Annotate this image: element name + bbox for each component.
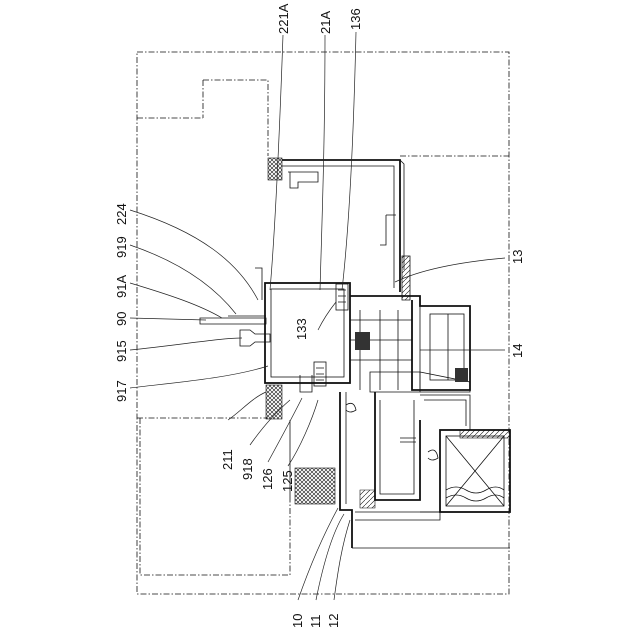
label-126: 126 <box>260 468 275 490</box>
label-21A: 21A <box>318 11 333 34</box>
head-frame <box>282 160 404 292</box>
label-211: 211 <box>220 449 235 470</box>
reference-labels: 221A 21A 136 224 919 91A 90 915 917 13 1… <box>114 3 525 628</box>
label-224: 224 <box>114 203 129 225</box>
sash-profiles <box>350 256 470 392</box>
screws <box>314 284 348 386</box>
label-10: 10 <box>290 614 305 628</box>
label-136: 136 <box>348 8 363 30</box>
label-917: 917 <box>114 380 129 402</box>
label-14: 14 <box>510 344 525 358</box>
label-221A: 221A <box>276 3 291 34</box>
mullion-box <box>200 268 350 392</box>
label-918: 918 <box>240 458 255 480</box>
sill-and-glass <box>340 392 510 548</box>
label-915: 915 <box>114 340 129 362</box>
label-133: 133 <box>294 318 309 340</box>
label-11: 11 <box>308 615 323 629</box>
label-12: 12 <box>326 614 341 628</box>
label-13: 13 <box>510 250 525 264</box>
label-91A: 91A <box>114 275 129 298</box>
label-125: 125 <box>280 470 295 492</box>
label-919: 919 <box>114 236 129 258</box>
leader-lines <box>130 32 505 600</box>
label-90: 90 <box>114 312 129 326</box>
